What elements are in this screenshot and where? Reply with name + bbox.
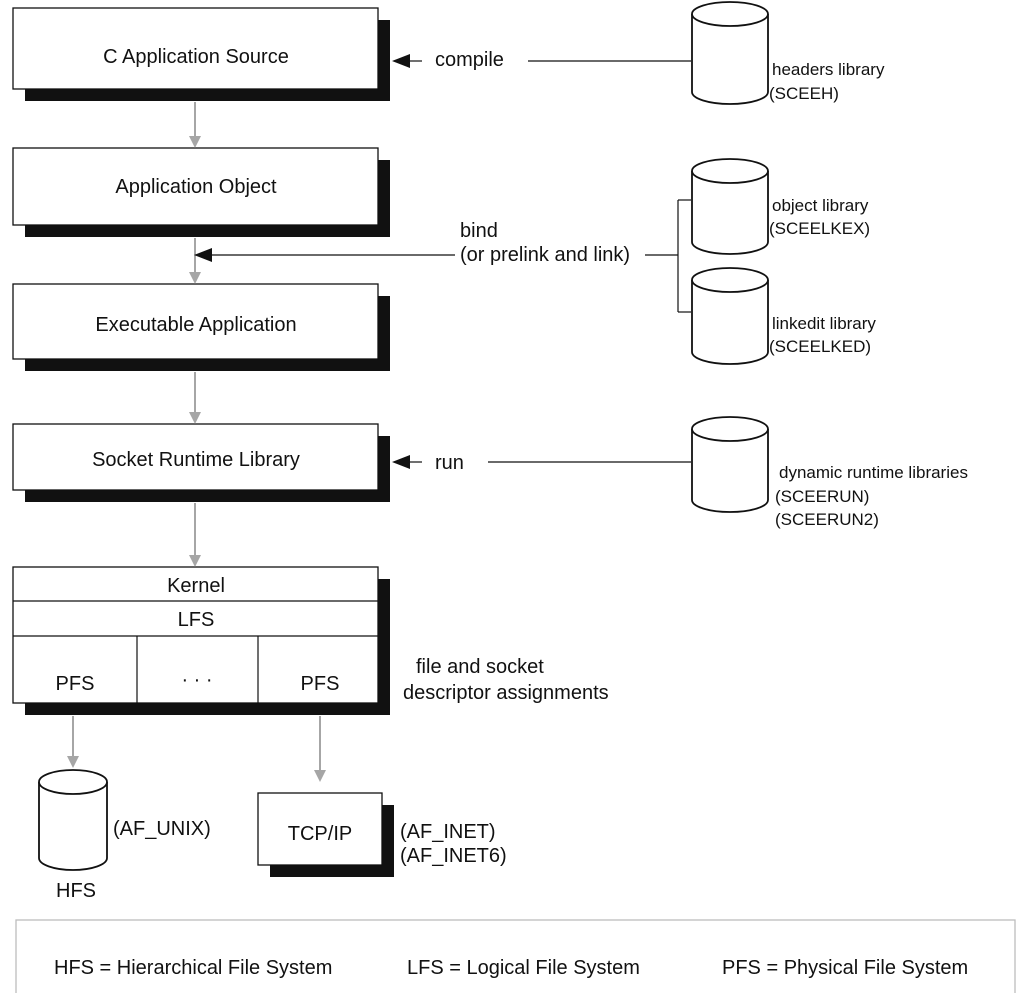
executable-application-label: Executable Application [95, 314, 296, 336]
run-connector: run [392, 452, 691, 474]
c-application-source-label: C Application Source [103, 46, 289, 68]
legend-pfs: PFS = Physical File System [722, 957, 968, 979]
compile-label: compile [435, 49, 504, 71]
bind-sublabel: (or prelink and link) [460, 244, 630, 266]
pfs-left-label: PFS [56, 673, 95, 695]
hfs-label: HFS [56, 880, 96, 902]
headers-library-name: headers library [772, 60, 885, 79]
application-object-box: Application Object [12, 147, 390, 237]
object-library-dataset: (SCEELKEX) [769, 219, 870, 238]
flow-arrows [67, 102, 326, 782]
bind-label: bind [460, 220, 498, 242]
socket-runtime-library-box: Socket Runtime Library [12, 423, 390, 502]
run-arrowhead [392, 455, 410, 469]
bind-arrowhead [194, 248, 212, 262]
c-application-source-box: C Application Source [12, 7, 390, 101]
runtime-libraries-name: dynamic runtime libraries [779, 463, 968, 482]
af-unix-label: (AF_UNIX) [113, 818, 211, 840]
legend-lfs: LFS = Logical File System [407, 957, 640, 979]
lfs-label: LFS [178, 609, 215, 631]
legend: HFS = Hierarchical File System LFS = Log… [15, 919, 1016, 993]
descriptor-label-line2: descriptor assignments [403, 682, 609, 704]
linkedit-library-name: linkedit library [772, 314, 876, 333]
compile-arrowhead [392, 54, 410, 68]
hfs-cylinder: (AF_UNIX) HFS [38, 769, 211, 902]
executable-application-box: Executable Application [12, 283, 390, 371]
tcpip-box: TCP/IP (AF_INET) (AF_INET6) [257, 792, 507, 877]
socket-runtime-library-label: Socket Runtime Library [92, 449, 300, 471]
runtime-libraries-dataset-1: (SCEERUN) [775, 487, 869, 506]
linkedit-library-dataset: (SCEELKED) [769, 337, 871, 356]
kernel-block: Kernel LFS PFS · · · PFS [12, 566, 390, 715]
linkedit-library-cylinder: linkedit library (SCEELKED) [691, 267, 876, 365]
tcpip-label: TCP/IP [288, 823, 352, 845]
application-object-label: Application Object [115, 176, 277, 198]
af-inet-label: (AF_INET) [400, 821, 496, 843]
pfs-ellipsis: · · · [181, 669, 212, 691]
headers-library-cylinder: headers library (SCEEH) [691, 1, 885, 105]
runtime-libraries-dataset-2: (SCEERUN2) [775, 510, 879, 529]
bind-connector: bind (or prelink and link) [194, 199, 691, 313]
run-label: run [435, 452, 464, 474]
object-library-name: object library [772, 196, 869, 215]
descriptor-label-line1: file and socket [416, 656, 544, 678]
headers-library-dataset: (SCEEH) [769, 84, 839, 103]
object-library-cylinder: object library (SCEELKEX) [691, 158, 870, 255]
legend-hfs: HFS = Hierarchical File System [54, 957, 332, 979]
af-inet6-label: (AF_INET6) [400, 845, 507, 867]
pfs-right-label: PFS [301, 673, 340, 695]
kernel-label: Kernel [167, 575, 225, 597]
dynamic-runtime-libraries-cylinder: dynamic runtime libraries (SCEERUN) (SCE… [691, 416, 968, 529]
compile-connector: compile [392, 49, 691, 71]
